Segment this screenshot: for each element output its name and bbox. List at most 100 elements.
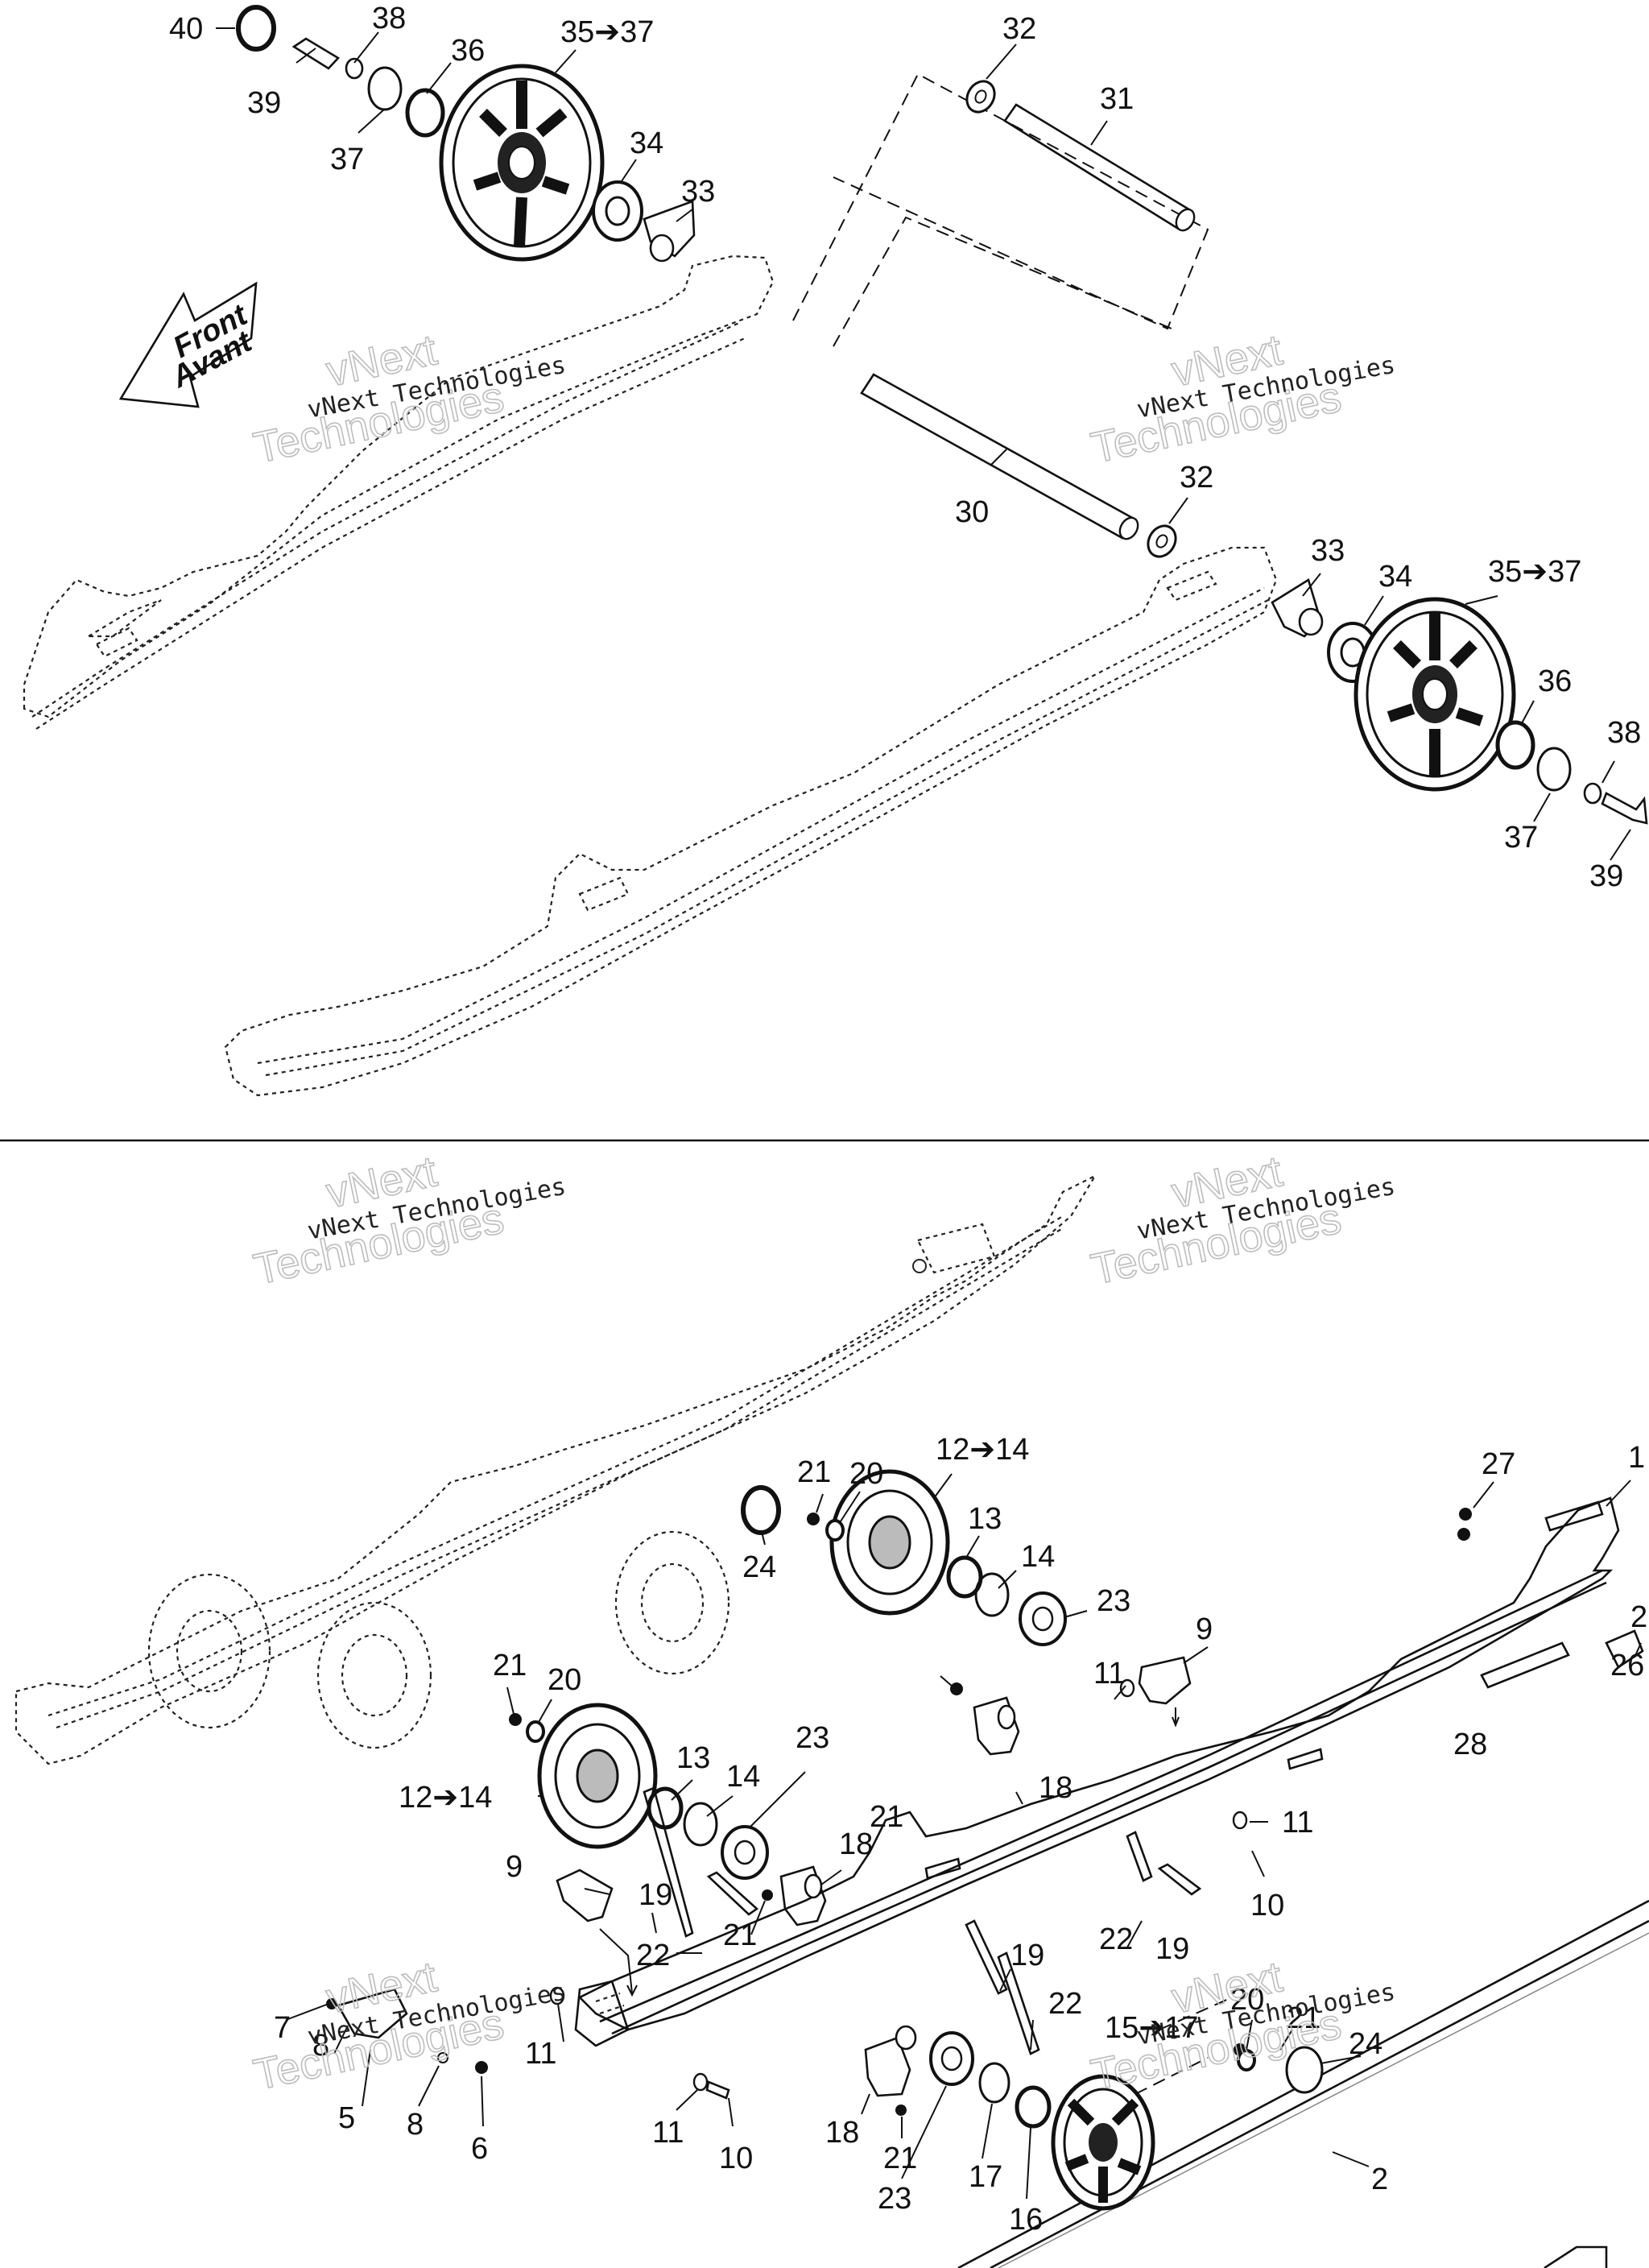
callout-39-lower: 39 — [1589, 859, 1623, 893]
callout-11-right: 11 — [1282, 1806, 1313, 1840]
callout-21-lower-wheel: 21 — [493, 1649, 527, 1682]
dashed-guide-30 — [833, 216, 1172, 347]
callout-9-upper: 9 — [1196, 1612, 1213, 1646]
callout-19-right: 19 — [1155, 1932, 1189, 1966]
callout-24-bottom: 24 — [1349, 2027, 1382, 2061]
callout-24-upper: 24 — [742, 1550, 776, 1584]
callout-36-top: 36 — [451, 34, 485, 68]
bottom-callouts: 1 2 26 27 28 12➔14 21 20 24 13 14 23 9 2… — [274, 1433, 1647, 2237]
callout-11-upper: 11 — [1093, 1657, 1125, 1691]
top-callouts: 40 38 36 35➔37 39 37 34 33 32 31 30 32 3… — [169, 2, 1641, 893]
callout-35-37-lower: 35➔37 — [1488, 555, 1581, 589]
right-rail-top — [224, 546, 1278, 1097]
callout-22-right: 22 — [1099, 1922, 1133, 1956]
callout-12-14-lower: 12➔14 — [399, 1781, 492, 1815]
part-16-bearing — [1015, 2085, 1052, 2129]
watermark-bottom-left: vNext Technologies vNext Technologies — [249, 1952, 568, 2100]
part-21-nut-a — [807, 1513, 820, 1525]
front-direction-arrow: Front Avant — [118, 281, 258, 408]
part-14-ring-b — [683, 1802, 718, 1847]
part-20-washer-c — [1237, 2049, 1256, 2071]
callout-21-lower-mid: 21 — [723, 1918, 757, 1952]
callout-19-left: 19 — [639, 1878, 672, 1912]
left-rail-top — [23, 255, 775, 730]
part-39-bolt — [291, 37, 341, 70]
callout-1: 1 — [1628, 1441, 1645, 1475]
callout-38-lower: 38 — [1607, 716, 1641, 750]
part-30-shaft — [860, 373, 1139, 540]
part-37-snap-ring — [367, 66, 403, 111]
callout-35-37-top: 35➔37 — [560, 15, 654, 49]
part-37-snap-ring-b — [1536, 747, 1572, 792]
part-40-seal — [236, 5, 276, 52]
part-23-spacer-a — [1019, 1591, 1067, 1646]
rail-front-end — [574, 1980, 630, 2047]
callout-40: 40 — [169, 12, 203, 46]
part-38-washer-b — [1583, 782, 1602, 805]
callout-11-left: 11 — [525, 2037, 556, 2071]
callout-23-bottom: 23 — [878, 2182, 911, 2216]
callout-6: 6 — [471, 2132, 488, 2166]
top-leaders — [216, 27, 1631, 861]
callout-13-upper: 13 — [968, 1502, 1002, 1536]
callout-33-top: 33 — [681, 175, 715, 209]
callout-7: 7 — [274, 2011, 291, 2045]
part-20-washer-a — [825, 1519, 845, 1542]
watermark-mid-left: vNext Technologies vNext Technologies — [249, 1147, 568, 1295]
callout-2-top: 2 — [1630, 1600, 1647, 1634]
callout-11-bottom: 11 — [652, 2116, 684, 2150]
callout-17: 17 — [969, 2160, 1002, 2194]
watermark-mid-right: vNext Technologies vNext Technologies — [1086, 1147, 1397, 1295]
callout-37-lower: 37 — [1504, 821, 1538, 855]
part-21-nut-b — [509, 1713, 522, 1726]
callout-26: 26 — [1610, 1649, 1644, 1682]
callout-21-mid: 21 — [870, 1800, 903, 1834]
callout-39-top: 39 — [247, 86, 281, 120]
part-23-spacer-c — [929, 2031, 974, 2086]
callout-8-top: 8 — [312, 2029, 329, 2063]
part-13-bearing-a — [946, 1555, 983, 1599]
callout-8-bottom: 8 — [407, 2108, 424, 2142]
callout-34-top: 34 — [630, 126, 663, 160]
part-23-spacer-b — [721, 1825, 769, 1880]
callout-22-left: 22 — [636, 1939, 670, 1972]
upper-bogie-wheel-12-14 — [741, 1469, 1067, 1646]
part-36-bearing-b — [1495, 720, 1535, 770]
callout-23-upper: 23 — [1097, 1584, 1130, 1618]
callout-36-lower: 36 — [1538, 664, 1572, 698]
callout-15-17: 15➔17 — [1105, 2011, 1198, 2045]
callout-21-upper: 21 — [797, 1455, 831, 1489]
top-right-wheel-assembly — [1271, 577, 1648, 825]
callout-30: 30 — [955, 495, 989, 529]
callout-20-lower-wheel: 20 — [548, 1663, 581, 1697]
part-36-bearing — [405, 88, 445, 138]
part-33-bushing — [643, 200, 696, 258]
part-32-washer-top — [965, 80, 996, 114]
watermark-top-left: vNext Technologies vNext Technologies — [249, 325, 568, 474]
callout-37-top: 37 — [330, 143, 364, 176]
part-1-slide-rail — [577, 1496, 1620, 2035]
callout-19-mid: 19 — [1010, 1939, 1044, 1972]
callout-10-bottom: 10 — [719, 2142, 753, 2175]
part-24-cap-a — [741, 1485, 781, 1535]
callout-18-bottom: 18 — [825, 2116, 859, 2150]
part-31-shaft — [1003, 103, 1196, 232]
rear-wheel-15-17 — [929, 1997, 1324, 2211]
callout-38-top: 38 — [372, 2, 406, 35]
callout-20-bottom: 20 — [1230, 1983, 1264, 2017]
callout-14-upper: 14 — [1021, 1540, 1055, 1574]
dashed-guide-31 — [792, 72, 1209, 330]
callout-20-upper: 20 — [849, 1457, 883, 1491]
callout-27: 27 — [1482, 1447, 1515, 1481]
watermarks: vNext Technologies vNext Technologies vN… — [249, 325, 1397, 2100]
callout-9-lower: 9 — [506, 1850, 523, 1884]
hardware-bolts-nuts — [326, 1508, 1644, 2100]
callout-33-lower: 33 — [1311, 534, 1345, 568]
callout-32-lower: 32 — [1180, 461, 1213, 495]
part-34-washer — [592, 180, 643, 242]
callout-23-lower: 23 — [796, 1721, 829, 1755]
callout-18-upper: 18 — [1039, 1771, 1072, 1805]
part-39-bolt-b — [1601, 792, 1648, 825]
callout-22-mid: 22 — [1048, 1987, 1082, 2021]
